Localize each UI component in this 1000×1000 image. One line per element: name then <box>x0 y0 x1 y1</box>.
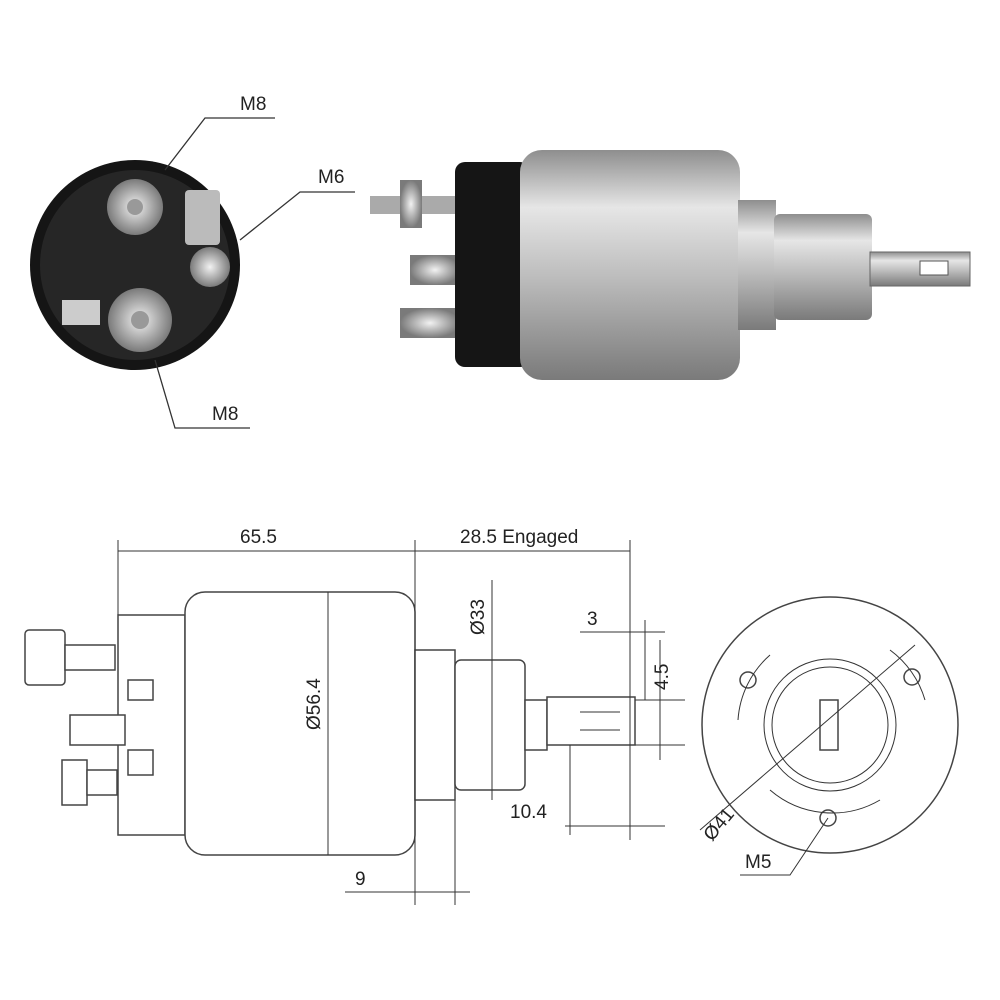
dimension-lines <box>117 540 685 905</box>
dim-4-5: 4.5 <box>652 664 673 690</box>
end-view-drawing <box>699 596 959 876</box>
dim-10-4: 10.4 <box>510 802 547 823</box>
dim-56-4: Ø56.4 <box>304 678 325 730</box>
dim-9: 9 <box>355 869 366 890</box>
dim-65-5: 65.5 <box>240 527 277 548</box>
side-view-photo <box>370 150 971 380</box>
label-m5: M5 <box>745 852 771 873</box>
dim-33: Ø33 <box>468 599 489 635</box>
end-view-photo <box>30 160 240 370</box>
side-view-drawing <box>24 591 636 856</box>
terminal-middle-nut <box>190 247 230 287</box>
mount-hole <box>903 668 921 686</box>
dim-41: Ø41 <box>700 804 739 845</box>
dim-28-5-engaged: 28.5 Engaged <box>460 527 578 548</box>
label-m8-top: M8 <box>240 94 266 115</box>
label-m8-bottom: M8 <box>212 404 238 425</box>
label-m6: M6 <box>318 167 344 188</box>
photo-leaders <box>154 117 355 429</box>
dim-3: 3 <box>587 609 598 630</box>
